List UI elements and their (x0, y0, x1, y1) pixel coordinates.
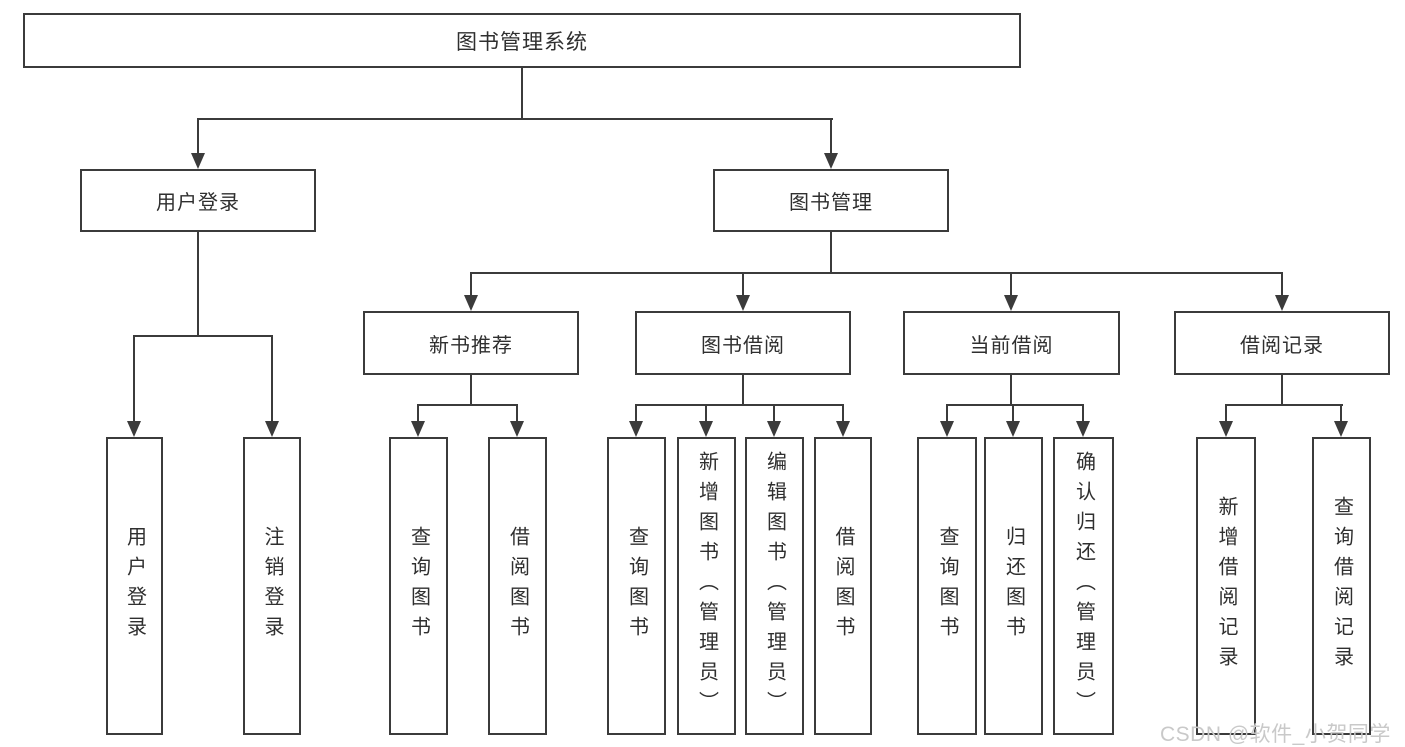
node-label: 图书借阅 (701, 334, 785, 357)
arrowhead-B1 (411, 421, 425, 437)
leaf-borrow-books: 借阅图书 (814, 437, 872, 735)
arrowhead-D1 (940, 421, 954, 437)
arrowhead-E1 (1219, 421, 1233, 437)
connector-groupC-bus (636, 404, 844, 406)
leaf-confirm-return-admin: 确认归还（管理员） (1053, 437, 1114, 735)
connector-bookmgmt-stem (830, 232, 832, 274)
connector-drop-book-mgmt (830, 118, 832, 155)
leaf-label: 查询图书 (625, 526, 648, 646)
connector-groupC-stem (742, 375, 744, 406)
connector-drop-borrow-records (1281, 272, 1283, 297)
node-label: 图书管理系统 (456, 30, 588, 54)
node-label: 图书管理 (789, 192, 873, 214)
leaf-label: 查询图书 (936, 526, 958, 646)
connector-drop-D3 (1082, 404, 1084, 423)
connector-drop-D2 (1012, 404, 1014, 423)
leaf-return-books: 归还图书 (984, 437, 1043, 735)
arrowhead-user-login (191, 153, 205, 169)
connector-drop-B2 (516, 404, 518, 423)
node-library-system: 图书管理系统 (23, 13, 1021, 68)
leaf-add-books-admin: 新增图书（管理员） (677, 437, 736, 735)
arrowhead-leaf-login (127, 421, 141, 437)
leaf-query-books-borrowing: 查询图书 (607, 437, 666, 735)
leaf-label: 新增图书（管理员） (695, 451, 718, 721)
connector-drop-user-login (197, 118, 199, 155)
node-user-login: 用户登录 (80, 169, 316, 232)
connector-drop-book-borrow (742, 272, 744, 297)
leaf-query-books-current: 查询图书 (917, 437, 977, 735)
leaf-label: 借阅图书 (506, 526, 529, 646)
arrowhead-current-borrow (1004, 295, 1018, 311)
leaf-logout: 注销登录 (243, 437, 301, 735)
connector-root-stem (521, 68, 523, 120)
leaf-borrow-books-recommend: 借阅图书 (488, 437, 547, 735)
connector-drop-current-borrow (1010, 272, 1012, 297)
node-label: 用户登录 (156, 192, 240, 214)
arrowhead-borrow-records (1275, 295, 1289, 311)
connector-drop-C4 (842, 404, 844, 423)
leaf-label: 查询图书 (407, 526, 430, 646)
leaf-label: 归还图书 (1002, 526, 1025, 646)
leaf-label: 新增借阅记录 (1215, 496, 1237, 676)
connector-drop-leaf-logout (271, 335, 273, 423)
connector-drop-new-book (470, 272, 472, 297)
leaf-label: 借阅图书 (832, 526, 854, 646)
arrowhead-B2 (510, 421, 524, 437)
arrowhead-D3 (1076, 421, 1090, 437)
connector-drop-D1 (946, 404, 948, 423)
connector-drop-E2 (1340, 404, 1342, 423)
connector-userlogin-bus (133, 335, 273, 337)
node-borrowing-records: 借阅记录 (1174, 311, 1390, 375)
leaf-label: 用户登录 (123, 526, 146, 646)
arrowhead-new-book (464, 295, 478, 311)
arrowhead-E2 (1334, 421, 1348, 437)
connector-drop-B1 (417, 404, 419, 423)
connector-groupE-bus (1225, 404, 1343, 406)
leaf-user-login: 用户登录 (106, 437, 163, 735)
node-book-management: 图书管理 (713, 169, 949, 232)
leaf-label: 注销登录 (261, 526, 283, 646)
arrowhead-book-mgmt (824, 153, 838, 169)
connector-groupD-stem (1010, 375, 1012, 406)
node-label: 借阅记录 (1240, 334, 1324, 357)
arrowhead-book-borrow (736, 295, 750, 311)
connector-drop-leaf-login (133, 335, 135, 423)
connector-drop-C3 (773, 404, 775, 423)
leaf-label: 查询借阅记录 (1330, 496, 1353, 676)
node-current-borrowing: 当前借阅 (903, 311, 1120, 375)
arrowhead-C1 (629, 421, 643, 437)
arrowhead-C2 (699, 421, 713, 437)
connector-drop-C2 (705, 404, 707, 423)
leaf-edit-books-admin: 编辑图书（管理员） (745, 437, 804, 735)
node-label: 新书推荐 (429, 334, 513, 357)
leaf-label: 编辑图书（管理员） (763, 451, 786, 721)
leaf-query-borrow-record: 查询借阅记录 (1312, 437, 1371, 735)
leaf-label: 确认归还（管理员） (1072, 451, 1095, 721)
node-book-borrowing: 图书借阅 (635, 311, 851, 375)
connector-level3-bus (470, 272, 1282, 274)
node-new-book-recommend: 新书推荐 (363, 311, 579, 375)
csdn-watermark: CSDN @软件_小贺同学 (1160, 723, 1391, 746)
connector-drop-C1 (635, 404, 637, 423)
connector-drop-E1 (1225, 404, 1227, 423)
connector-level2-bus (197, 118, 833, 120)
connector-groupB-stem (470, 375, 472, 406)
node-label: 当前借阅 (969, 334, 1054, 357)
connector-groupD-bus (946, 404, 1084, 406)
connector-userlogin-stem (197, 232, 199, 337)
arrowhead-C4 (836, 421, 850, 437)
arrowhead-leaf-logout (265, 421, 279, 437)
arrowhead-D2 (1006, 421, 1020, 437)
arrowhead-C3 (767, 421, 781, 437)
connector-groupB-bus (417, 404, 518, 406)
leaf-query-books-recommend: 查询图书 (389, 437, 448, 735)
connector-groupE-stem (1281, 375, 1283, 406)
leaf-add-borrow-record: 新增借阅记录 (1196, 437, 1256, 735)
